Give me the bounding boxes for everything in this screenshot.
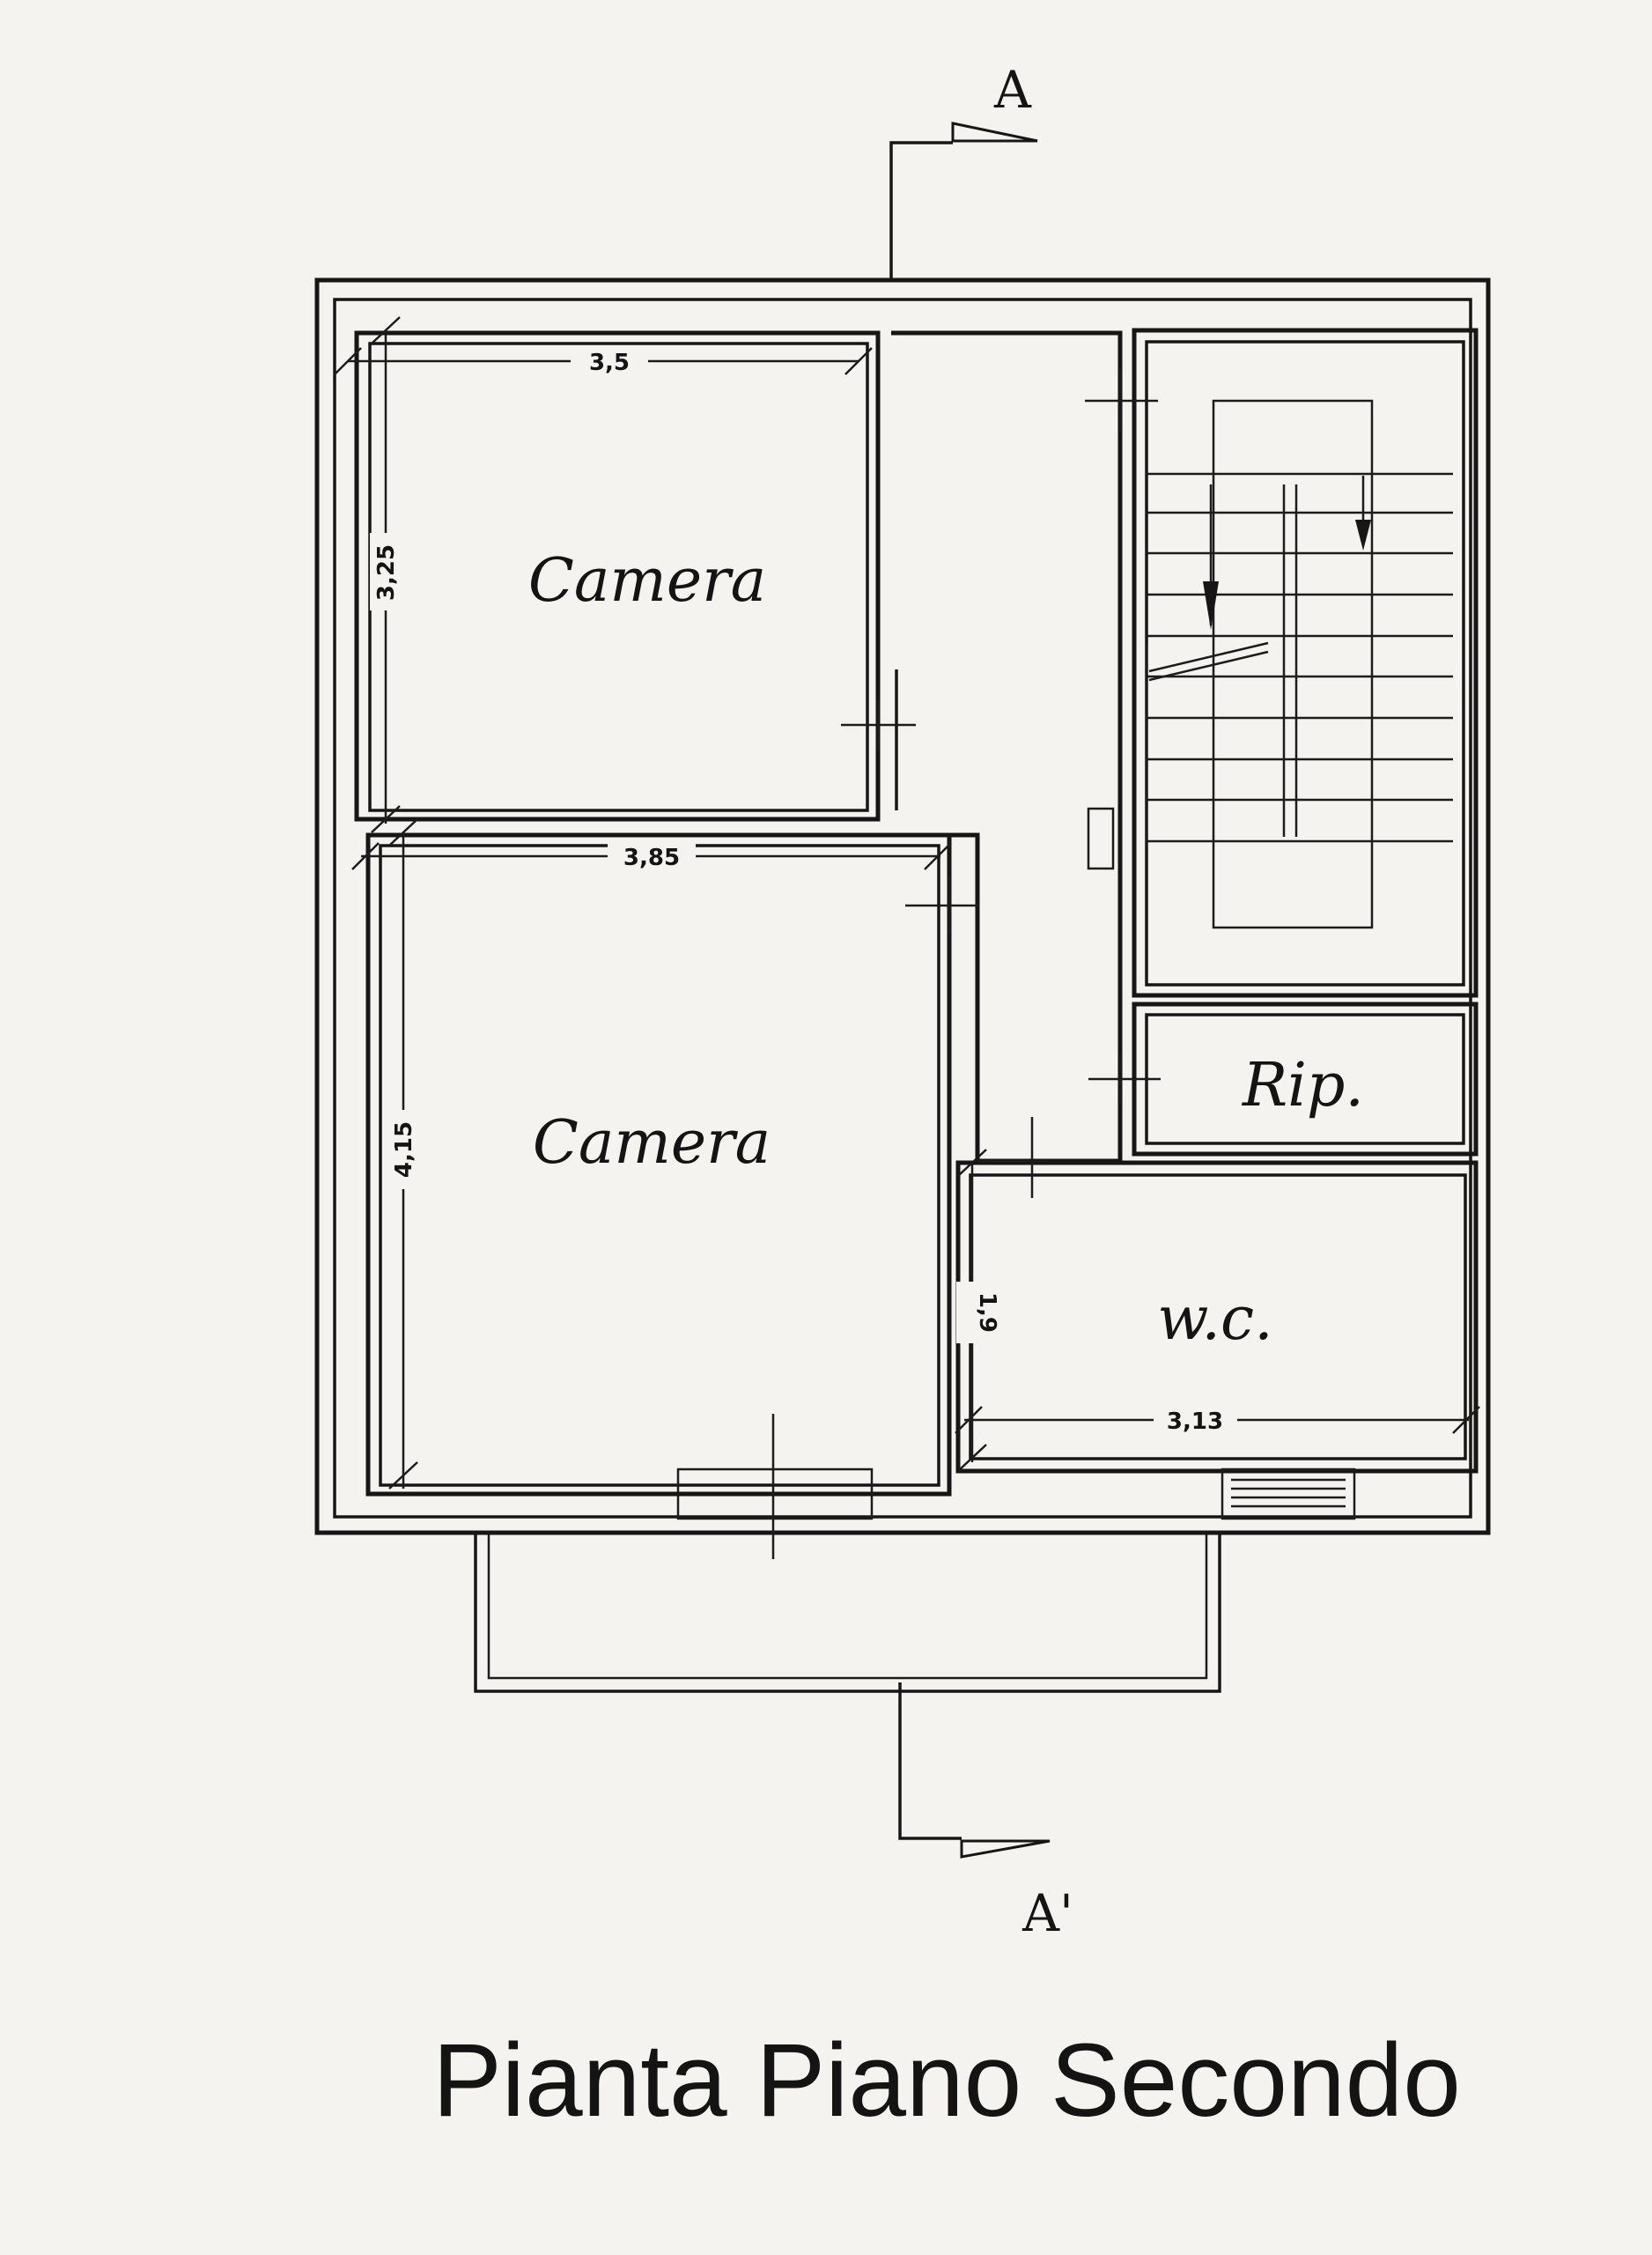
section-label-top: A xyxy=(993,60,1032,120)
section-mark-top: A xyxy=(889,60,1038,282)
dimension-label-camera-2-depth: 4,15 xyxy=(391,1121,417,1178)
dimension-labels: 3,5 3,25 3,85 4,15 3,13 1,9 xyxy=(370,345,1237,1436)
stair-treads xyxy=(1145,472,1453,846)
dimension-label-wc-depth: 1,9 xyxy=(974,1292,1000,1333)
corridor xyxy=(891,330,1123,1164)
section-mark-bottom: A' xyxy=(898,1682,1073,1943)
windows xyxy=(676,1468,1356,1520)
room-label-camera-2: Camera xyxy=(533,1108,771,1178)
room-labels: Camera Camera Rip. w.c. xyxy=(528,546,1364,1354)
dimension-label-camera-2-width: 3,85 xyxy=(623,845,680,871)
stair-direction-arrows xyxy=(1203,476,1371,630)
dimension-label-wc-width: 3,13 xyxy=(1167,1408,1223,1435)
door-markers xyxy=(771,368,1161,1559)
plan-title: Pianta Piano Secondo xyxy=(432,2022,1461,2139)
dimension-label-camera-1-depth: 3,25 xyxy=(373,544,400,601)
section-label-bottom: A' xyxy=(1021,1883,1073,1943)
room-label-ripostiglio: Rip. xyxy=(1241,1051,1364,1120)
room-label-camera-1: Camera xyxy=(528,546,766,616)
dimension-label-camera-1-width: 3,5 xyxy=(589,350,630,376)
exterior-walls xyxy=(314,277,1491,1535)
stairwell xyxy=(1087,328,1479,998)
dimension-lines xyxy=(334,316,1480,1490)
room-label-wc: w.c. xyxy=(1157,1284,1272,1354)
balcony xyxy=(474,1534,1221,1693)
